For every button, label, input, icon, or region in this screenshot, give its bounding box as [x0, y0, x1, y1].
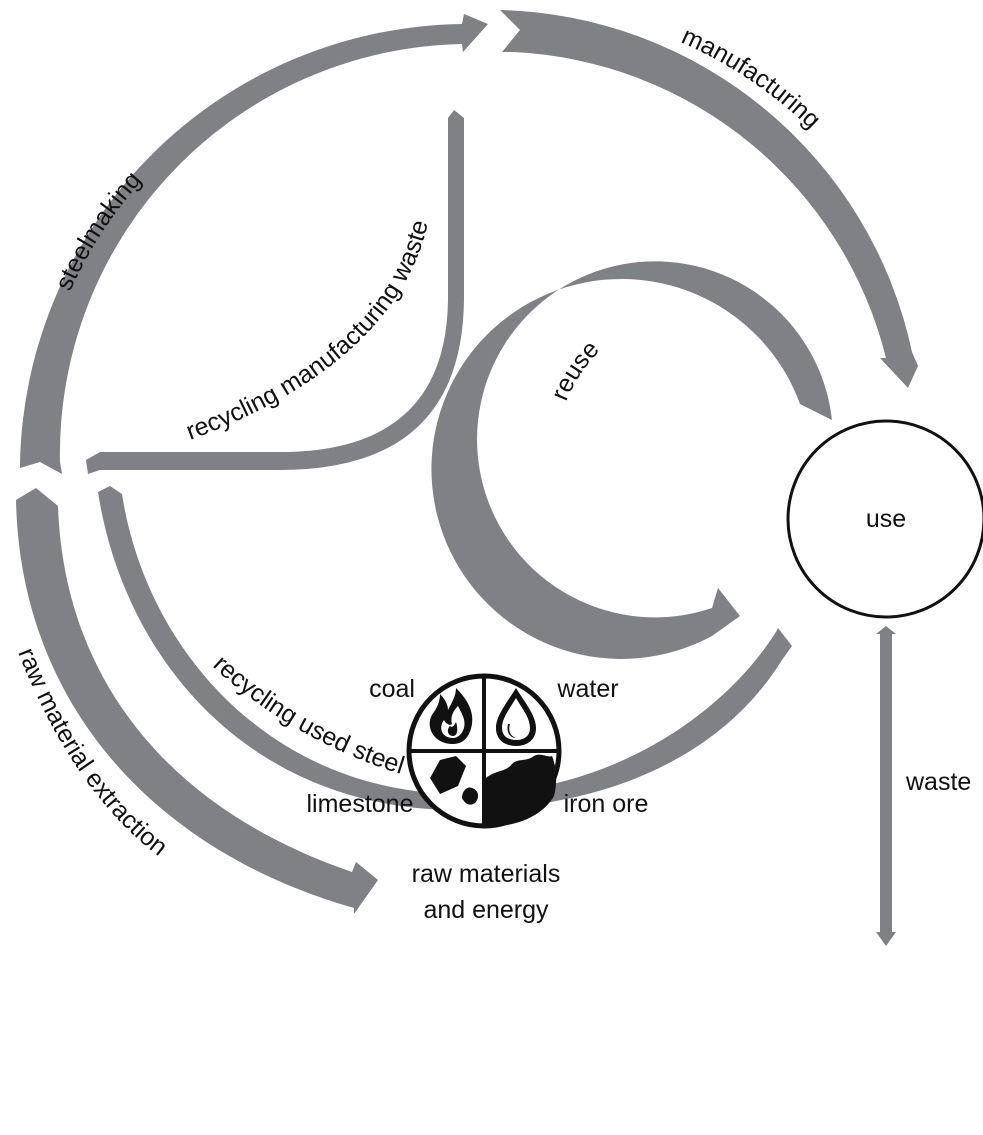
raw-materials-caption-line2: and energy	[423, 896, 549, 924]
flame-icon	[429, 688, 473, 744]
rock-icon	[430, 756, 479, 805]
coal-label: coal	[369, 675, 415, 703]
use-circle	[786, 419, 983, 619]
manufacturing-arrow	[500, 10, 918, 388]
waste-arrow	[876, 626, 896, 946]
raw-materials-caption-line1: raw materials	[412, 860, 561, 888]
use-node: use	[786, 419, 983, 619]
waste-label: waste	[905, 768, 971, 796]
reuse-arrow	[431, 261, 832, 659]
use-label: use	[866, 505, 906, 533]
limestone-label: limestone	[307, 790, 414, 818]
recycling-manufacturing-waste-label: recycling manufacturing waste	[182, 217, 434, 445]
water-label: water	[556, 675, 618, 703]
reuse-label: reuse	[546, 335, 605, 404]
iron-ore-label: iron ore	[564, 790, 649, 818]
raw-materials-node: coal water limestone iron ore raw materi…	[307, 673, 649, 924]
water-drop-icon	[496, 688, 536, 746]
raw-material-extraction-arrow	[16, 488, 378, 914]
ore-landscape-icon	[486, 754, 557, 827]
steelmaking-arrow	[20, 14, 488, 474]
